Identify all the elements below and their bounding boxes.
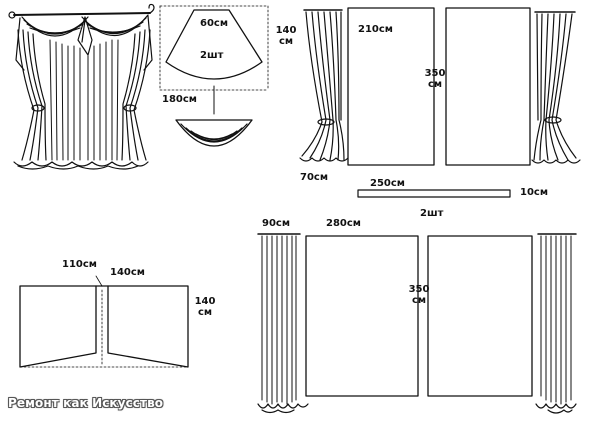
upper-panel-width-label: 210см (358, 24, 393, 35)
strip-quantity-label: 2шт (420, 208, 444, 219)
swag-height-unit: см (278, 36, 294, 47)
valance-height-value: 140 (194, 296, 216, 307)
curtain-illustration (8, 3, 155, 170)
valance-height-label: 140 см (194, 296, 216, 318)
valance-pattern (19, 275, 189, 368)
swag-height-value: 140 (275, 25, 297, 36)
upper-tieback-width-label: 70см (300, 172, 329, 183)
swag-quantity-label: 2шт (200, 50, 224, 61)
valance-panel-width-label: 140см (110, 267, 145, 278)
swag-height-label: 140 см (275, 25, 297, 47)
valance-side-width-label: 110см (62, 259, 97, 270)
strip-width-label: 10см (520, 187, 549, 198)
lower-panel-height-label: 350 см (408, 284, 430, 306)
swag-pattern (159, 5, 269, 147)
valance-height-unit: см (197, 307, 213, 318)
lower-panel-height-value: 350 (408, 284, 430, 295)
lower-side-width-label: 90см (262, 218, 291, 229)
strip-length-label: 250см (370, 178, 405, 189)
watermark-text: Ремонт как Искусство (8, 396, 164, 410)
swag-bottom-width-label: 180см (162, 94, 197, 105)
swag-top-width-label: 60см (200, 18, 229, 29)
lower-panel-width-label: 280см (326, 218, 361, 229)
upper-panel-height-label: 350 см (424, 68, 446, 90)
upper-panel-height-unit: см (427, 79, 443, 90)
lower-curtain-pattern (257, 233, 577, 414)
upper-panel-height-value: 350 (424, 68, 446, 79)
lower-panel-height-unit: см (411, 295, 427, 306)
upper-curtain-pattern (299, 7, 581, 198)
